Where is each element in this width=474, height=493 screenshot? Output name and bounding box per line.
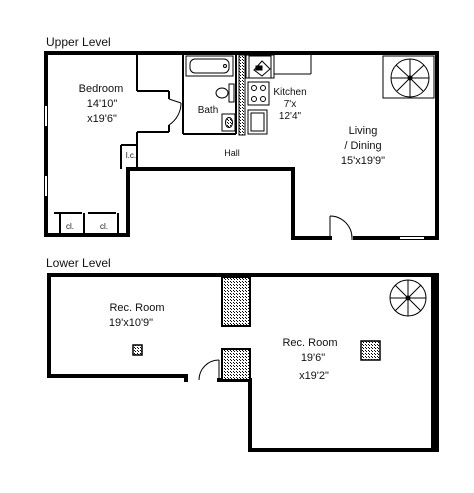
toilet [215, 83, 235, 103]
rec-room-2-length: x19'2" [299, 370, 329, 382]
bedroom-width: 14'10" [87, 98, 118, 110]
rec-room-1-label: Rec. Room [109, 302, 164, 314]
lower-level: Lower Level [46, 256, 439, 452]
upper-interior-walls [54, 53, 237, 235]
closet-label-2: cl. [100, 222, 108, 231]
entry-door [329, 215, 353, 240]
rec-room-1-dims: 19'x10'9" [109, 317, 153, 329]
upper-windows [45, 106, 424, 239]
rec-room-2-label: Rec. Room [282, 337, 337, 349]
dining-label: / Dining [344, 140, 381, 152]
bathtub [185, 55, 234, 77]
rec-room-2-width: 19'6" [301, 352, 325, 364]
hall-label: Hall [224, 148, 240, 158]
stove [247, 81, 270, 106]
kitchen-sink [248, 55, 272, 79]
spiral-stair-upper [382, 55, 435, 99]
lower-door [198, 359, 220, 381]
upper-level-heading: Upper Level [46, 35, 111, 49]
kitchen-label: Kitchen [273, 87, 306, 98]
lower-right-wall [431, 273, 439, 452]
bath-label: Bath [198, 105, 219, 116]
linen-closet-label: l.c. [126, 151, 136, 160]
post-small [132, 344, 143, 356]
chimney-column [221, 276, 251, 327]
closet-label-1: cl. [66, 222, 74, 231]
bath-sink [221, 113, 236, 132]
post-large [360, 340, 381, 361]
upper-level: Upper Level [44, 35, 439, 240]
living-label: Living [349, 125, 378, 137]
lower-level-heading: Lower Level [46, 256, 111, 270]
living-dims: 15'x19'9" [341, 155, 385, 167]
kitchen-counter [245, 54, 312, 79]
chase-wall [238, 54, 246, 136]
kitchen-width: 7'x [284, 99, 296, 110]
bedroom-length: x19'6" [87, 113, 117, 125]
spiral-stair-lower [389, 279, 427, 317]
kitchen-length: 12'4" [279, 111, 302, 122]
lower-column [221, 348, 251, 381]
bedroom-label: Bedroom [79, 83, 124, 95]
bath-door [168, 98, 182, 126]
refrigerator [247, 109, 268, 135]
